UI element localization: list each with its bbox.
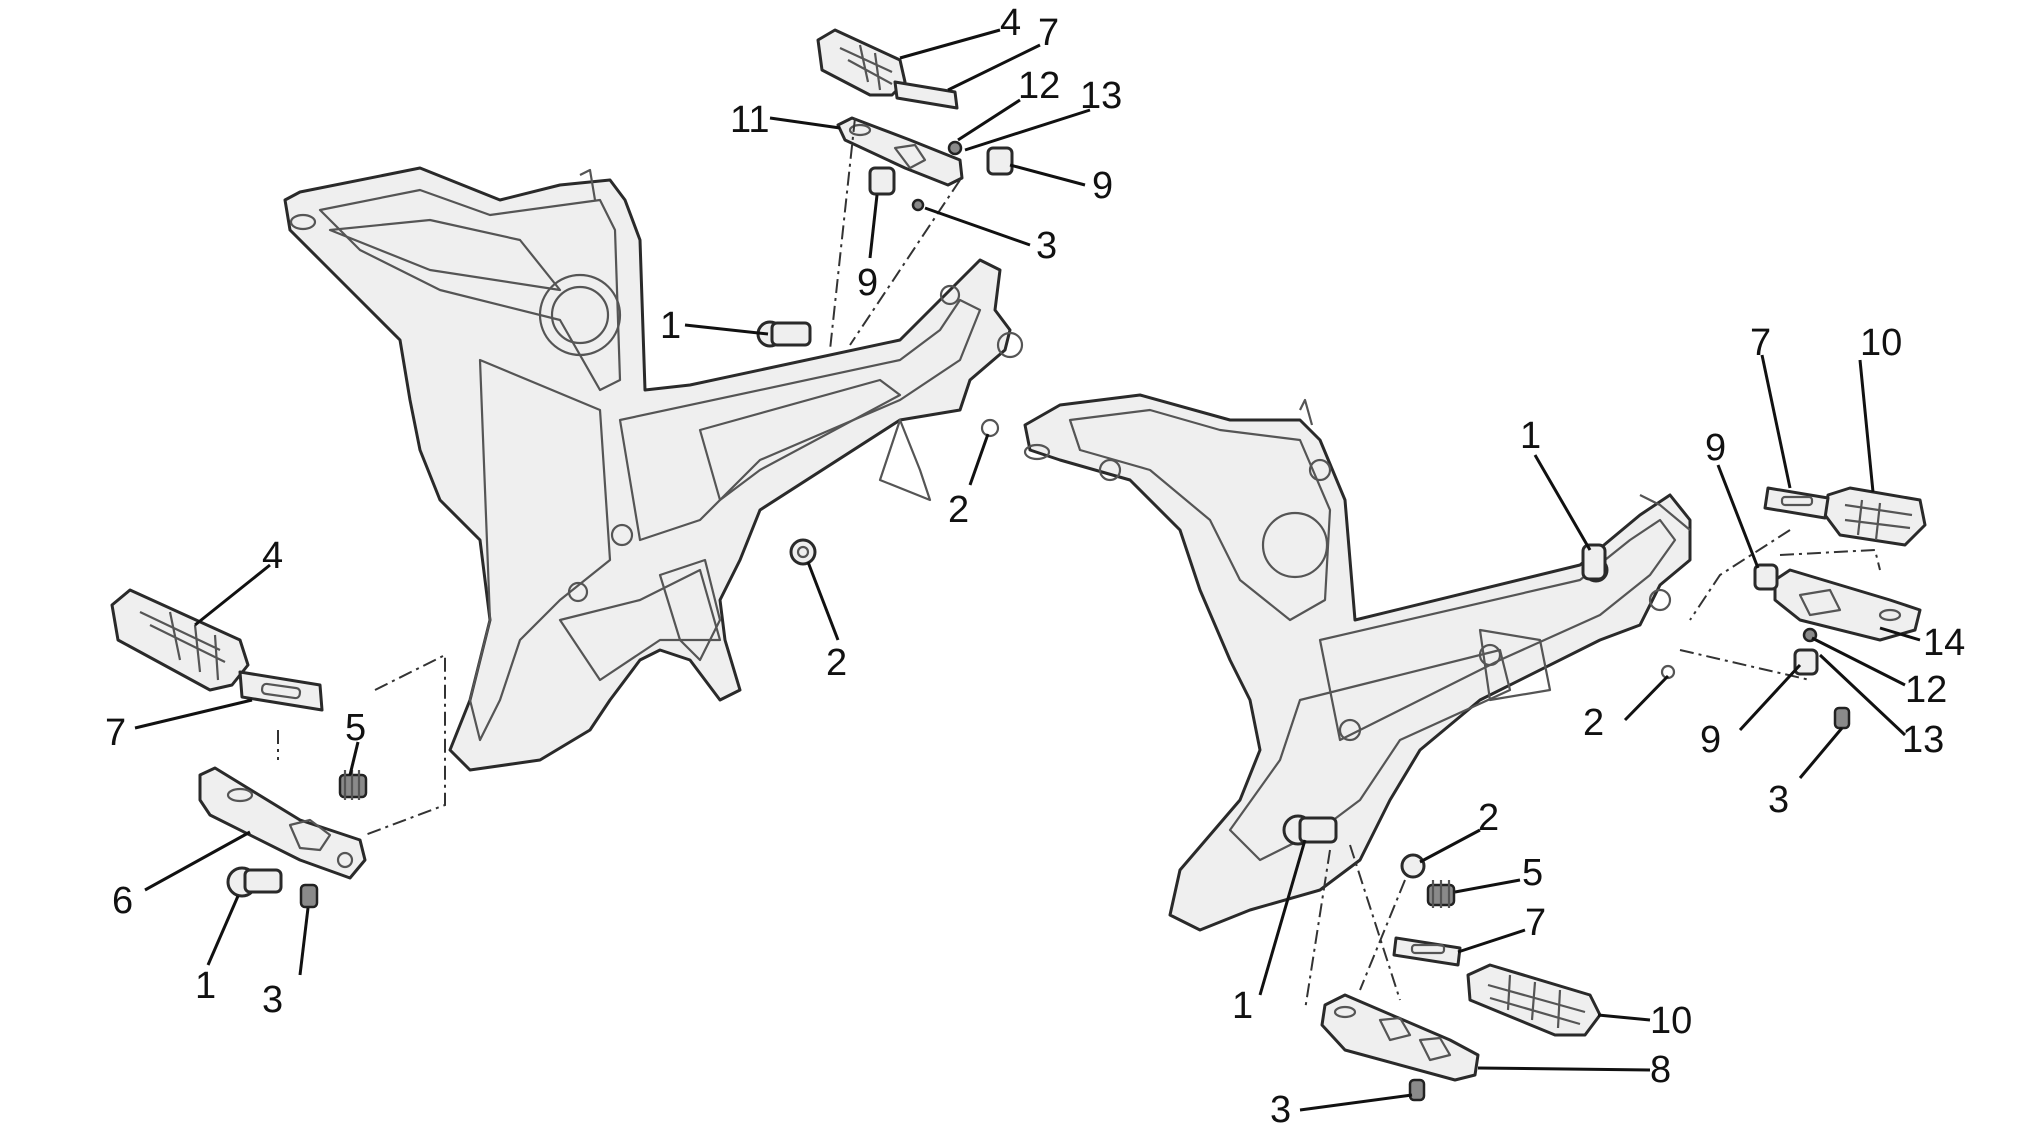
callout-7-right: 7 bbox=[1750, 322, 1771, 364]
callout-2-right-a: 2 bbox=[1583, 702, 1604, 744]
callout-3-top: 3 bbox=[1036, 225, 1057, 267]
callout-11: 11 bbox=[730, 99, 769, 141]
right-footrest-bracket bbox=[1023, 393, 1692, 932]
right-pin-upper bbox=[1581, 543, 1609, 583]
right-pin-lower bbox=[1282, 814, 1338, 846]
top-footpeg-rubber bbox=[816, 28, 907, 97]
top-pin bbox=[756, 320, 812, 348]
left-footrest-bracket bbox=[283, 166, 1024, 772]
right-bushing-lower bbox=[1793, 648, 1819, 676]
callout-12-right: 12 bbox=[1905, 669, 1947, 711]
callout-7-left: 7 bbox=[105, 712, 126, 754]
callout-5-right: 5 bbox=[1522, 852, 1543, 894]
callout-2-right-b: 2 bbox=[1478, 797, 1499, 839]
callout-2-left: 2 bbox=[826, 642, 847, 684]
callout-9-right-bottom: 9 bbox=[1700, 719, 1721, 761]
washer-top bbox=[980, 418, 1000, 438]
callout-13-right: 13 bbox=[1902, 719, 1944, 761]
right-footpeg-rubber-upper bbox=[1823, 486, 1927, 547]
callout-8: 8 bbox=[1650, 1049, 1671, 1091]
right-clip-lower bbox=[1408, 1078, 1426, 1102]
left-footpeg-plate bbox=[238, 670, 324, 712]
right-clip-upper bbox=[1833, 706, 1851, 730]
top-spring bbox=[947, 140, 963, 156]
callout-10-bottom: 10 bbox=[1650, 1000, 1692, 1042]
callout-1-bottom: 1 bbox=[1232, 985, 1253, 1027]
top-clip bbox=[911, 198, 925, 212]
right-footpeg-plate-upper bbox=[1763, 486, 1830, 520]
callout-7-top: 7 bbox=[1038, 12, 1059, 54]
callout-4-top: 4 bbox=[1000, 2, 1021, 44]
callout-3-left: 3 bbox=[262, 979, 283, 1021]
callout-3-right: 3 bbox=[1768, 779, 1789, 821]
left-pin bbox=[226, 866, 283, 898]
right-footpeg-arm-lower bbox=[1320, 993, 1480, 1082]
callout-10-right: 10 bbox=[1860, 322, 1902, 364]
left-footpeg-arm bbox=[198, 766, 367, 880]
top-footpeg-plate bbox=[893, 80, 959, 110]
callout-12-top: 12 bbox=[1018, 65, 1060, 107]
left-footpeg-rubber bbox=[110, 588, 250, 692]
callout-1-left: 1 bbox=[195, 965, 216, 1007]
callout-4-left: 4 bbox=[262, 535, 283, 577]
callout-14: 14 bbox=[1923, 622, 1965, 664]
left-spring bbox=[338, 770, 368, 800]
callout-9-right-top: 9 bbox=[1705, 427, 1726, 469]
callout-6: 6 bbox=[112, 880, 133, 922]
right-footpeg-rubber-lower bbox=[1466, 963, 1602, 1037]
callout-2-mid: 2 bbox=[948, 489, 969, 531]
right-spring-lower bbox=[1426, 880, 1456, 908]
callout-13-top: 13 bbox=[1080, 75, 1122, 117]
callout-labels: 4 7 12 13 11 9 3 9 1 2 2 4 7 5 6 1 3 1 7… bbox=[105, 2, 1965, 1126]
washer-right-lower bbox=[1400, 853, 1426, 879]
leader-lines bbox=[134, 28, 1921, 1112]
top-footpeg-arm bbox=[836, 116, 964, 187]
callout-1-right: 1 bbox=[1520, 415, 1541, 457]
callout-9-top-left: 9 bbox=[857, 262, 878, 304]
top-bushing-right bbox=[986, 146, 1014, 176]
callout-7-bottom: 7 bbox=[1525, 902, 1546, 944]
left-clip bbox=[299, 883, 319, 909]
right-footpeg-plate-lower bbox=[1392, 936, 1462, 967]
callout-5-left: 5 bbox=[345, 707, 366, 749]
top-bushing-left bbox=[868, 166, 896, 196]
callout-3-bottom: 3 bbox=[1270, 1089, 1291, 1126]
callout-9-top-right: 9 bbox=[1092, 165, 1113, 207]
washer-left bbox=[789, 538, 817, 566]
assembly-dash-lines bbox=[277, 117, 1881, 1011]
right-footpeg-arm-upper bbox=[1773, 568, 1922, 642]
callout-1-top: 1 bbox=[660, 305, 681, 347]
right-bushing-upper bbox=[1753, 563, 1779, 591]
